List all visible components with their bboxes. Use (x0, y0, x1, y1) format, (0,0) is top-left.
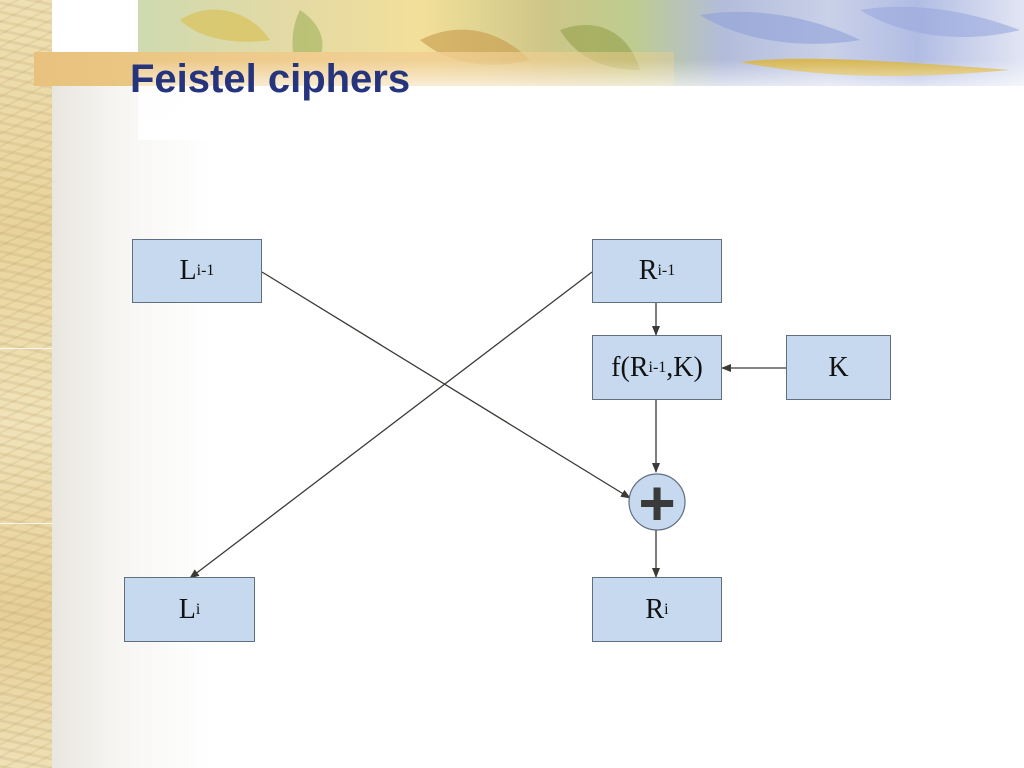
arrow-l-prev-to-xor (262, 272, 630, 498)
node-r-prev-base: R (639, 255, 658, 287)
xor-symbol: + (638, 467, 675, 539)
arrow-r-prev-to-l-next (190, 272, 592, 578)
node-f-prefix: f(R (611, 352, 648, 384)
node-key: K (786, 335, 891, 400)
node-l-next-base: L (179, 594, 196, 626)
node-l-prev-base: L (180, 255, 197, 287)
node-f-suffix: ,K) (666, 352, 703, 384)
node-key-label: K (828, 352, 848, 384)
node-r-next-base: R (645, 594, 664, 626)
